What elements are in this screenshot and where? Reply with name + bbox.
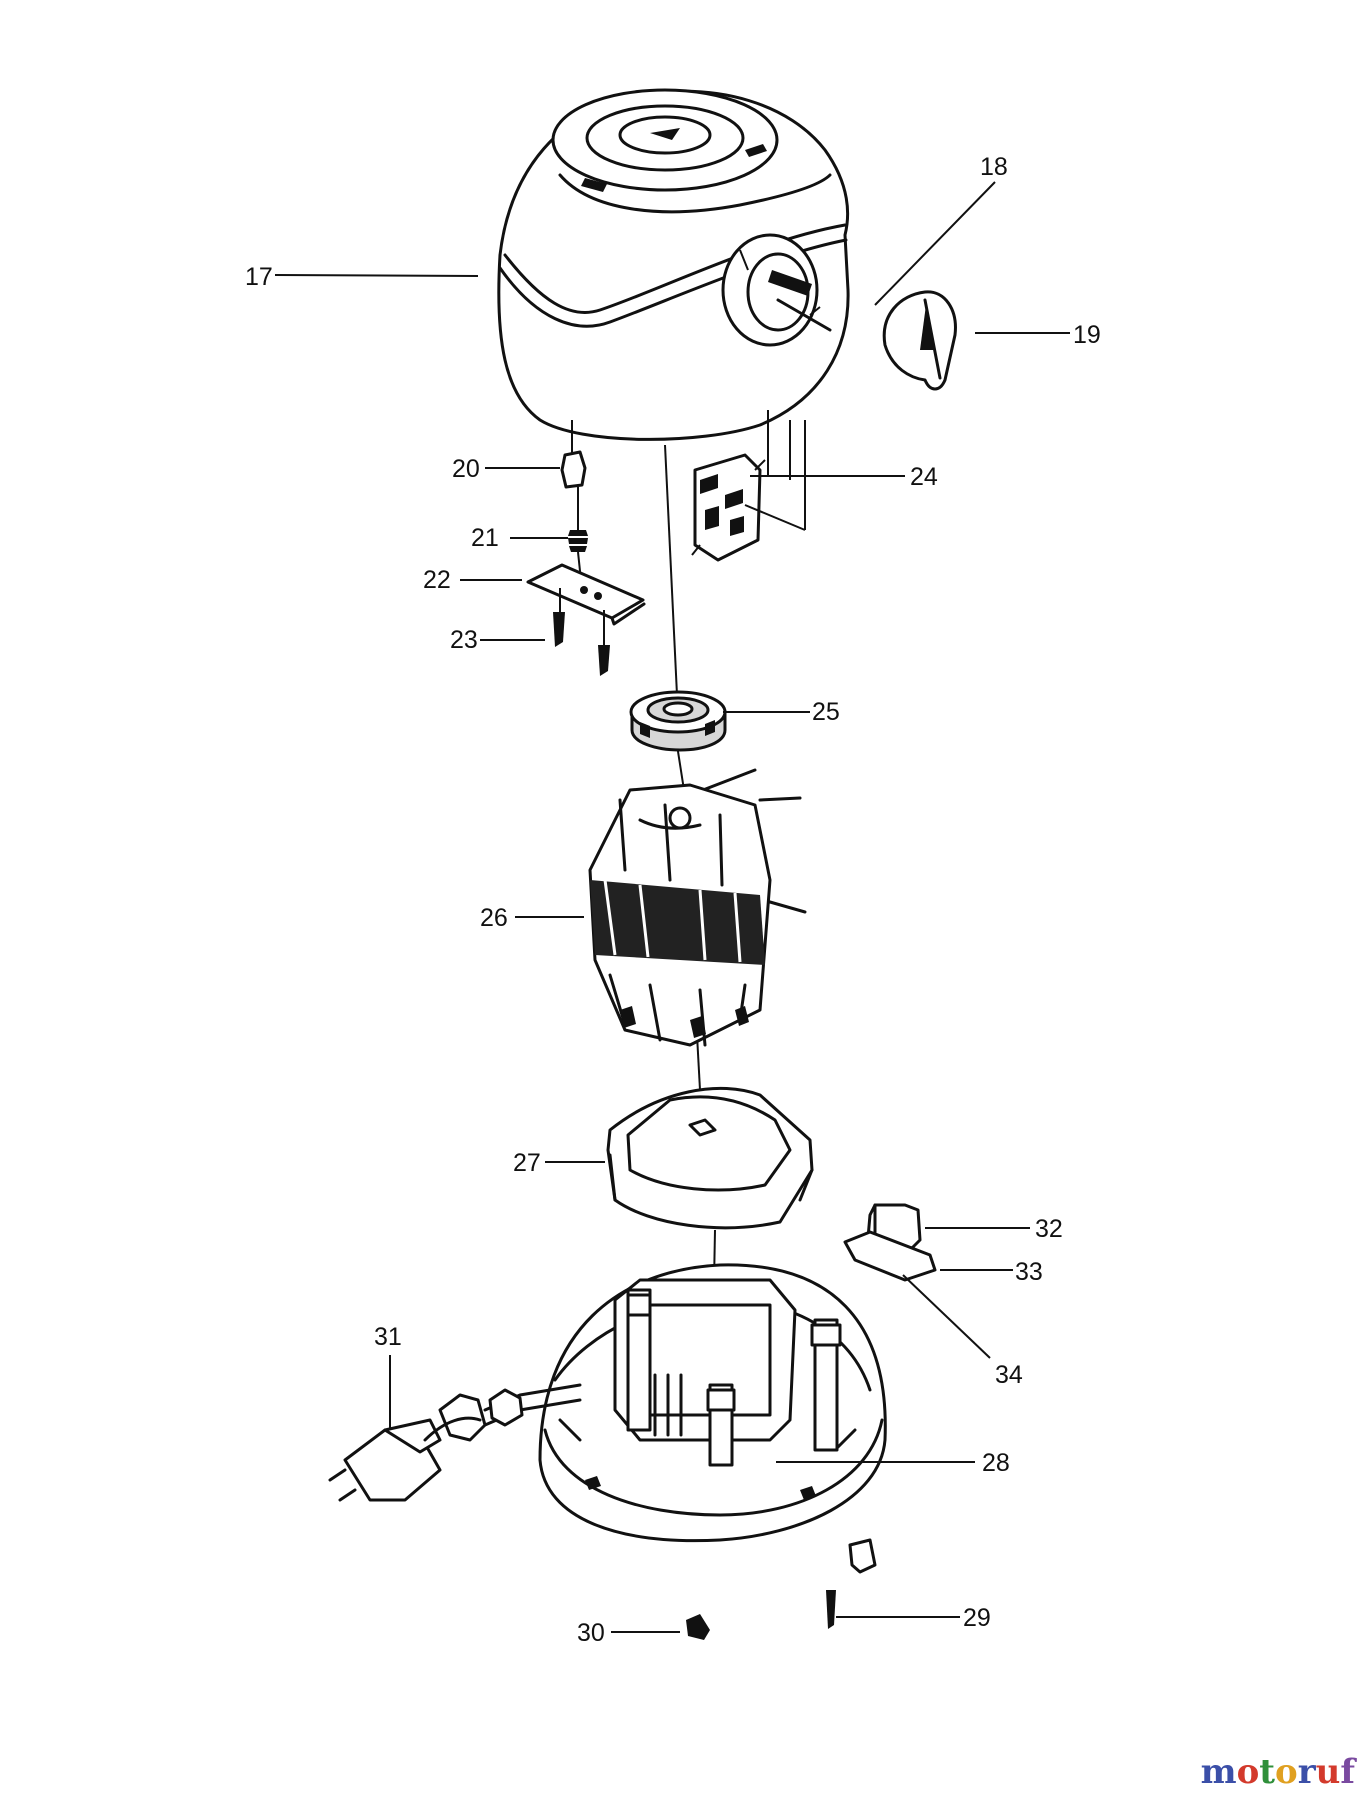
- part-label: 27: [513, 1149, 541, 1177]
- leader-lines: [274, 181, 1070, 1633]
- part-label: 20: [452, 455, 480, 483]
- motor-housing-cover: [497, 88, 850, 441]
- part-label: 26: [480, 904, 508, 932]
- part-label: 34: [995, 1361, 1023, 1389]
- part-label: 30: [577, 1619, 605, 1647]
- selector-knob: [882, 290, 957, 391]
- part-label: 24: [910, 463, 938, 491]
- motoruf-watermark-logo: motoruf: [1201, 1752, 1355, 1792]
- part-label: 17: [245, 263, 273, 291]
- watermark-letter: m: [1200, 1752, 1237, 1792]
- part-label: 32: [1035, 1215, 1063, 1243]
- part-label: 18: [980, 153, 1008, 181]
- watermark-letter: o: [1275, 1752, 1298, 1792]
- electric-motor: [588, 768, 807, 1047]
- part-label: 21: [471, 524, 499, 552]
- bottom-cap: [686, 1614, 710, 1640]
- part-label: 19: [1073, 321, 1101, 349]
- watermark-letter: u: [1315, 1752, 1341, 1792]
- watermark-letter: f: [1340, 1752, 1355, 1792]
- part-label: 23: [450, 626, 478, 654]
- actuator-button: [560, 420, 587, 530]
- motor-base: [538, 1263, 887, 1543]
- part-label: 25: [812, 698, 840, 726]
- mounting-plate: [526, 563, 646, 626]
- motor-frame-ring: [606, 1086, 814, 1230]
- part-label: 28: [982, 1449, 1010, 1477]
- part-label: 29: [963, 1604, 991, 1632]
- part-label: 22: [423, 566, 451, 594]
- plate-screws: [553, 588, 610, 676]
- watermark-letter: t: [1259, 1752, 1276, 1792]
- part-label: 31: [374, 1323, 402, 1351]
- part-labels: 17 18 19 20 21 22 23 24 25 26 27 28 29 3…: [245, 153, 1101, 1647]
- watermark-letter: r: [1297, 1752, 1316, 1792]
- power-cord-plug: [328, 1383, 582, 1502]
- capacitor-bracket: [843, 1203, 937, 1282]
- part-label: 33: [1015, 1258, 1043, 1286]
- foot-and-screw: [826, 1538, 877, 1629]
- switch-module: [691, 410, 806, 562]
- bearing: [629, 690, 727, 752]
- watermark-letter: o: [1236, 1752, 1260, 1792]
